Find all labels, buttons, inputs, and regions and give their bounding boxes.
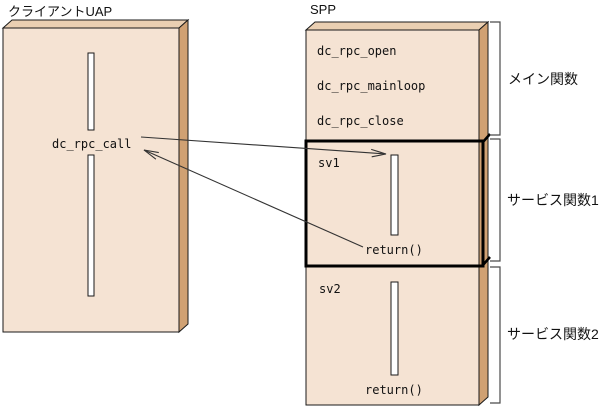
bracket-service-function-1 xyxy=(490,138,501,262)
client-box-title: クライアントUAP xyxy=(8,4,113,19)
spp-box xyxy=(304,20,491,407)
bracket-label-service-function-1: サービス関数1 xyxy=(507,192,599,208)
bracket-label-main-function: メイン関数 xyxy=(508,71,578,87)
return-arrow-head-icon xyxy=(143,149,159,160)
section-brackets xyxy=(490,21,501,404)
spp-box-title: SPP xyxy=(310,2,337,17)
client-box-top-face xyxy=(1,19,190,29)
client-call-function-label: dc_rpc_call xyxy=(52,137,132,151)
spp-box-top-face xyxy=(304,21,490,31)
client-box-side-face xyxy=(178,18,189,334)
service1-return-label: return() xyxy=(365,243,423,257)
service1-frame xyxy=(304,139,485,268)
bracket-label-service-function-2: サービス関数2 xyxy=(507,326,599,342)
bracket-main-function xyxy=(490,21,501,136)
spp-main-function-open: dc_rpc_open xyxy=(317,44,397,58)
call-arrow-head-icon xyxy=(371,148,387,158)
service2-return-label: return() xyxy=(365,383,423,397)
arrows xyxy=(140,136,387,248)
call-arrow-line xyxy=(140,136,387,155)
service1-execution-bar xyxy=(390,154,399,236)
service2-execution-bar xyxy=(390,281,399,376)
service1-name-label: sv1 xyxy=(318,156,340,170)
service1-frame-bottom-3d-edge xyxy=(482,256,491,266)
client-box xyxy=(1,18,190,334)
service1-frame-top-3d-edge xyxy=(482,133,491,143)
service2-name-label: sv2 xyxy=(319,282,341,296)
client-execution-bar-upper xyxy=(87,52,95,131)
bracket-service-function-2 xyxy=(490,266,501,404)
spp-main-function-mainloop: dc_rpc_mainloop xyxy=(317,79,426,93)
spp-main-function-close: dc_rpc_close xyxy=(317,114,404,128)
return-arrow-line xyxy=(143,149,364,248)
client-execution-bar-lower xyxy=(87,154,95,297)
